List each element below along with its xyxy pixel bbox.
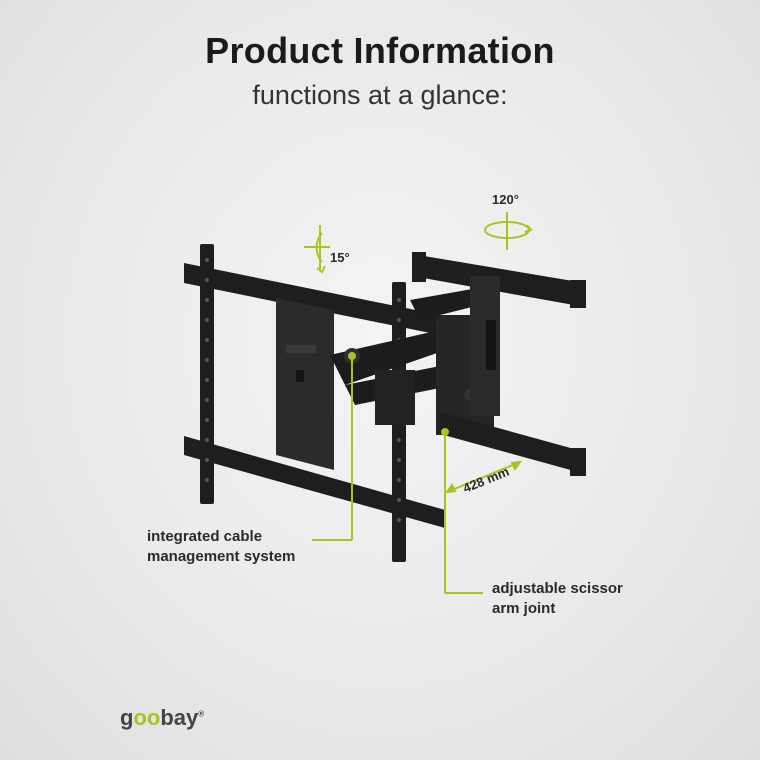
tilt-icon — [304, 225, 330, 274]
logo-prefix: g — [120, 705, 134, 730]
logo-oo: oo — [133, 705, 161, 730]
page-subtitle: functions at a glance: — [252, 80, 508, 110]
logo-suffix: bay — [160, 705, 199, 730]
swivel-label: 120° — [492, 192, 519, 207]
wall-bracket — [412, 252, 586, 476]
scissor-joint-line-2: arm joint — [492, 600, 556, 617]
scissor-joint-line-1: adjustable scissor — [492, 580, 623, 597]
page-title: Product Information — [205, 30, 555, 71]
cable-management-label: integrated cable management system — [147, 527, 295, 567]
scissor-joint-label: adjustable scissor arm joint — [492, 579, 623, 619]
tilt-label: 15° — [330, 250, 350, 265]
swivel-icon — [484, 212, 533, 250]
cable-management-line-1: integrated cable — [147, 528, 263, 545]
cable-management-line-2: management system — [147, 548, 296, 565]
goobay-logo: goobay® — [120, 705, 204, 731]
leader-lines — [312, 352, 523, 594]
logo-registered-mark: ® — [198, 709, 205, 719]
